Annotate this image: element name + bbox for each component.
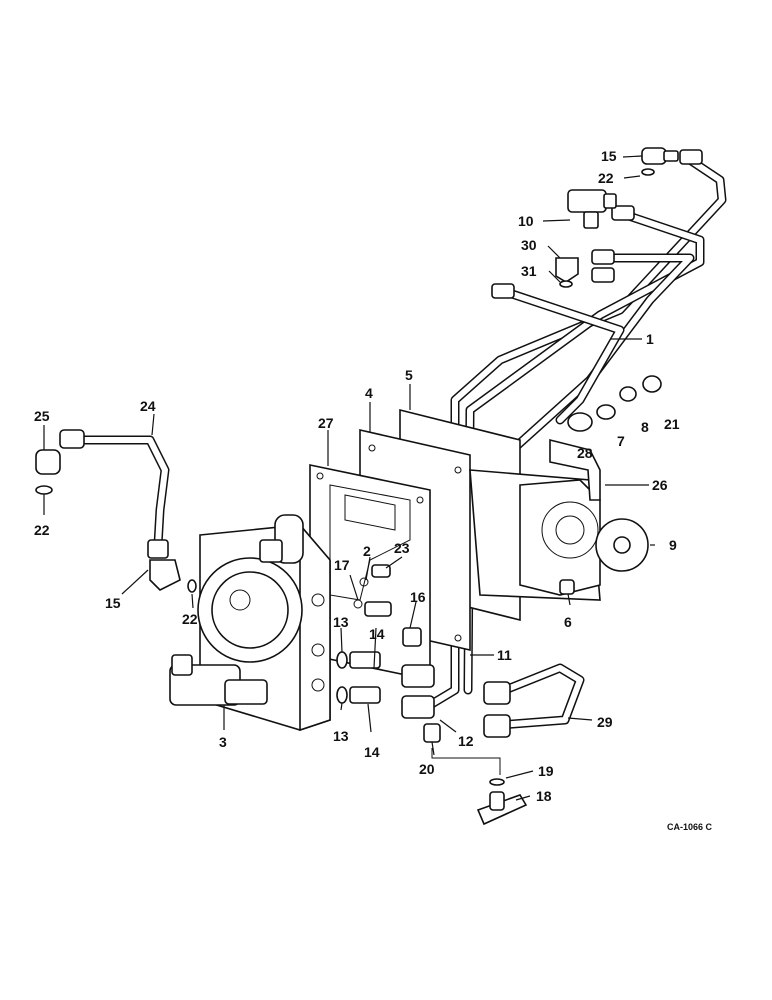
callout-5: 5 bbox=[405, 367, 413, 383]
tube-nut bbox=[591, 267, 615, 283]
callout-28: 28 bbox=[577, 445, 593, 461]
bracket-26 bbox=[549, 438, 601, 501]
tube-nut bbox=[491, 283, 515, 299]
tee-18 bbox=[431, 748, 528, 826]
callout-7: 7 bbox=[617, 433, 625, 449]
callout-13: 13 bbox=[333, 614, 349, 630]
callout-27: 27 bbox=[318, 415, 334, 431]
callout-19: 19 bbox=[538, 763, 554, 779]
valve-connectors bbox=[336, 564, 441, 743]
pump-gear-9 bbox=[595, 518, 649, 572]
o-ring-set bbox=[567, 375, 662, 432]
callout-24: 24 bbox=[140, 398, 156, 414]
tube-nut bbox=[679, 149, 703, 165]
callout-10: 10 bbox=[518, 213, 534, 229]
callout-25: 25 bbox=[34, 408, 50, 424]
callout-22: 22 bbox=[598, 170, 614, 186]
callout-16: 16 bbox=[410, 589, 426, 605]
callout-11: 11 bbox=[497, 647, 512, 663]
elbow-fitting-upper bbox=[641, 147, 679, 176]
callout-2: 2 bbox=[363, 543, 371, 559]
callout-23: 23 bbox=[394, 540, 410, 556]
control-valve-housing bbox=[169, 514, 331, 732]
callout-18: 18 bbox=[536, 788, 552, 804]
callout-15: 15 bbox=[601, 148, 617, 164]
callout-6: 6 bbox=[564, 614, 572, 630]
pump-assembly bbox=[469, 469, 601, 601]
callout-30: 30 bbox=[521, 237, 537, 253]
callout-26: 26 bbox=[652, 477, 668, 493]
tee-fitting bbox=[567, 189, 617, 229]
callout-9: 9 bbox=[669, 537, 677, 553]
drawing-code: CA-1066 C bbox=[667, 822, 713, 832]
callout-22: 22 bbox=[34, 522, 50, 538]
callout-17: 17 bbox=[334, 557, 350, 573]
left-hose-24 bbox=[35, 429, 197, 593]
callout-12: 12 bbox=[458, 733, 474, 749]
callout-29: 29 bbox=[597, 714, 613, 730]
callout-21: 21 bbox=[664, 416, 680, 432]
callout-1: 1 bbox=[646, 331, 654, 347]
elbow-fitting-30 bbox=[555, 257, 579, 288]
callout-31: 31 bbox=[521, 263, 537, 279]
callout-13: 13 bbox=[333, 728, 349, 744]
leader-lines bbox=[43, 155, 655, 801]
hose-29 bbox=[483, 663, 585, 738]
callout-20: 20 bbox=[419, 761, 435, 777]
callout-15: 15 bbox=[105, 595, 121, 611]
callout-22: 22 bbox=[182, 611, 198, 627]
callouts: 15 22 10 30 31 1 5 4 27 21 8 7 28 26 9 6… bbox=[34, 148, 713, 832]
callout-14: 14 bbox=[364, 744, 380, 760]
callout-4: 4 bbox=[365, 385, 373, 401]
callout-3: 3 bbox=[219, 734, 227, 750]
callout-8: 8 bbox=[641, 419, 649, 435]
tube-nut bbox=[591, 249, 615, 265]
tube-nut bbox=[611, 205, 635, 221]
callout-14: 14 bbox=[369, 626, 385, 642]
